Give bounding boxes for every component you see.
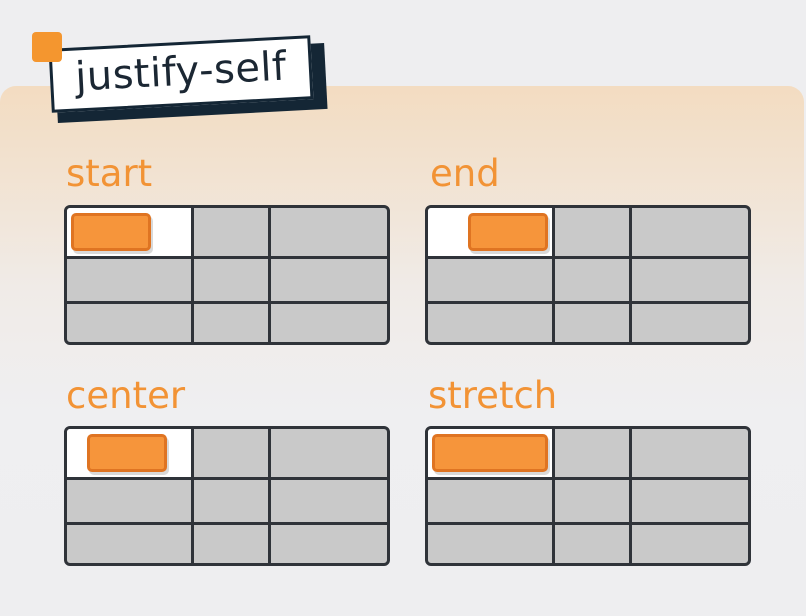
- grid-item-stretch: [432, 434, 548, 472]
- grid-line: [428, 256, 748, 259]
- title-accent-square: [32, 32, 62, 62]
- grid-item-center: [87, 434, 167, 472]
- grid-line: [552, 429, 555, 563]
- grid-line: [67, 301, 387, 304]
- grid-line: [67, 522, 387, 525]
- grid-line: [191, 429, 194, 563]
- label-stretch: stretch: [428, 374, 558, 417]
- grid-line: [552, 208, 555, 342]
- grid-end: [425, 205, 751, 345]
- grid-line: [67, 477, 387, 480]
- grid-line: [428, 477, 748, 480]
- label-start: start: [66, 152, 153, 195]
- grid-line: [428, 301, 748, 304]
- grid-line: [191, 208, 194, 342]
- grid-center: [64, 426, 390, 566]
- label-end: end: [430, 152, 500, 195]
- grid-start: [64, 205, 390, 345]
- grid-item-end: [468, 213, 548, 251]
- title-badge: justify-self: [32, 32, 328, 128]
- grid-line: [268, 208, 271, 342]
- page-title: justify-self: [74, 43, 288, 101]
- grid-line: [268, 429, 271, 563]
- label-center: center: [66, 374, 186, 417]
- grid-stretch: [425, 426, 751, 566]
- grid-item-start: [71, 213, 151, 251]
- grid-line: [428, 522, 748, 525]
- grid-line: [629, 429, 632, 563]
- grid-line: [629, 208, 632, 342]
- title-card: justify-self: [48, 35, 314, 113]
- grid-line: [67, 256, 387, 259]
